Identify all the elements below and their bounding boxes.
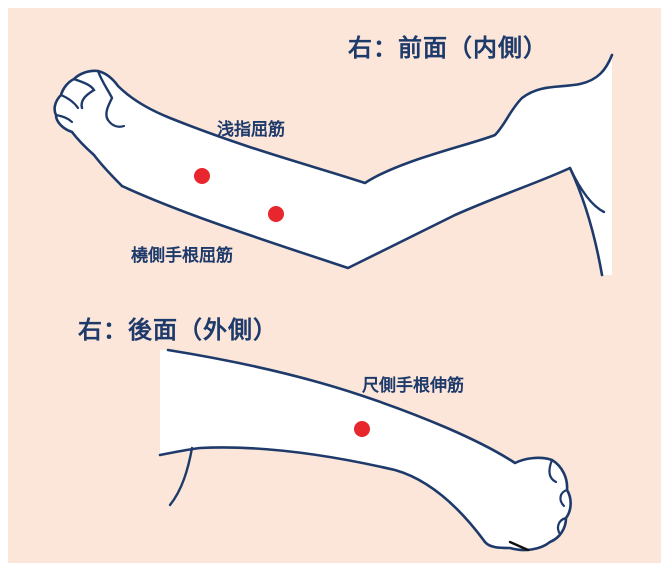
- front-panel-title: 右：前面（内側）: [348, 36, 548, 60]
- label-extensor-carpi-ulnaris: 尺側手根伸筋: [362, 378, 464, 395]
- back-elbow-curve: [170, 448, 192, 505]
- label-flexor-digitorum-superficialis: 浅指屈筋: [217, 122, 285, 139]
- point-flexor-digitorum-superficialis: [194, 168, 210, 184]
- point-extensor-carpi-ulnaris: [354, 421, 370, 437]
- label-flexor-carpi-radialis: 橈側手根屈筋: [131, 248, 233, 265]
- front-arm-outline: [55, 55, 612, 275]
- back-panel-title: 右：後面（外側）: [78, 318, 278, 342]
- point-flexor-carpi-radialis: [268, 206, 284, 222]
